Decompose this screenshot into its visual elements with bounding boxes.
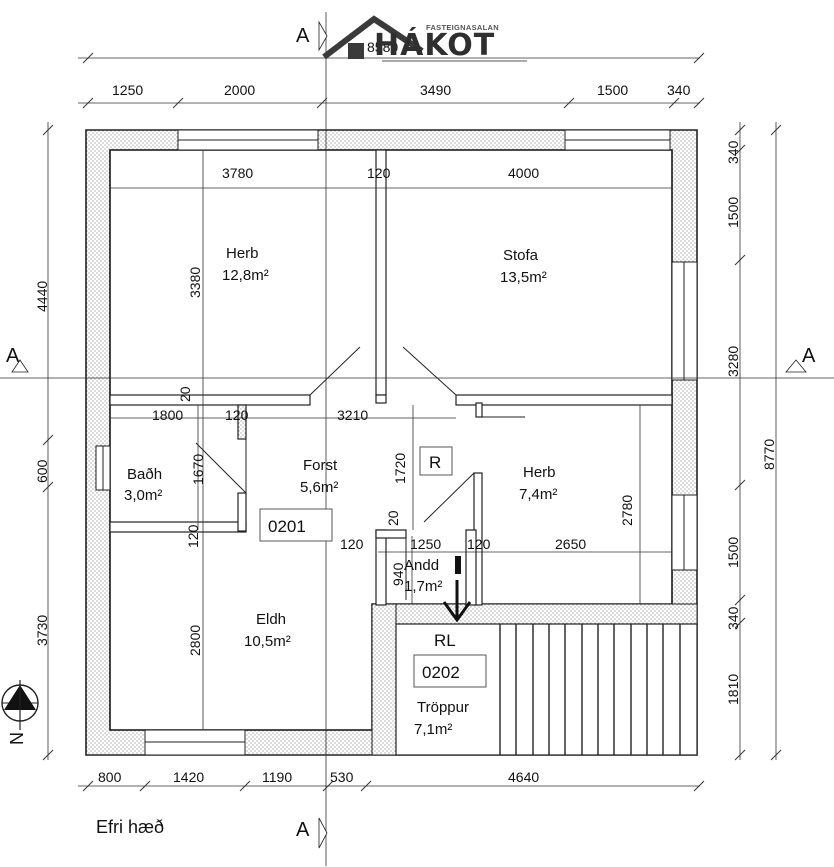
room-forst-name: Forst <box>303 457 338 474</box>
dim-andd-wall: 120 <box>340 536 364 552</box>
dim-top-4: 1500 <box>597 82 628 98</box>
dim-top-5: 340 <box>667 82 691 98</box>
dim-stofa-width: 4000 <box>508 165 539 181</box>
dim-left-2: 600 <box>34 459 50 483</box>
unit-box-0202 <box>413 654 487 688</box>
door-swings <box>195 346 525 600</box>
rl-label: RL <box>434 631 456 650</box>
room-eldh-area: 10,5m² <box>244 633 291 650</box>
dim-eldh-depth: 2800 <box>187 625 203 656</box>
dimension-ticks <box>42 52 782 792</box>
room-herb1-name: Herb <box>226 245 259 262</box>
hakot-logo: FASTEIGNASALAN HÁKOT <box>322 15 537 65</box>
r-box <box>419 446 453 476</box>
r-label: R <box>429 453 441 472</box>
dim-bottom-3: 1190 <box>262 769 292 785</box>
floor-label: Efri hæð <box>96 817 164 837</box>
dim-right-5: 340 <box>725 606 741 630</box>
logo-name: HÁKOT <box>374 28 496 63</box>
room-andd-area: 1,7m² <box>404 578 442 595</box>
room-herb1-area: 12,8m² <box>222 267 269 284</box>
dim-forst-depth: 1720 <box>392 453 408 484</box>
section-marker-right: A <box>802 345 816 367</box>
dim-bottom-5: 4640 <box>508 769 539 785</box>
dim-right-2: 1500 <box>725 197 741 228</box>
dim-bottom-1: 800 <box>98 769 122 785</box>
room-forst-area: 5,6m² <box>300 479 338 496</box>
dim-wall-left: 120 <box>225 407 249 423</box>
dim-herb2-wall: 120 <box>467 536 491 552</box>
unit-label-0202: 0202 <box>422 663 460 682</box>
dim-forst-width: 3210 <box>337 407 368 423</box>
dim-herb2-depth: 2780 <box>619 495 635 526</box>
dim-wall-mid: 120 <box>367 165 391 181</box>
room-stofa-area: 13,5m² <box>500 269 547 286</box>
room-andd-name: Andd <box>404 557 439 574</box>
room-bad-name: Baðh <box>127 466 162 483</box>
dim-left-3: 3730 <box>34 615 50 646</box>
staircase <box>371 603 698 756</box>
dim-right-4: 1500 <box>725 537 741 568</box>
logo-subtitle: FASTEIGNASALAN <box>426 23 499 32</box>
interior-walls <box>109 149 673 606</box>
dim-andd-wall-top: 20 <box>385 510 401 526</box>
dim-bottom-4: 530 <box>330 769 354 785</box>
north-label: N <box>6 732 26 745</box>
unit-label-0201: 0201 <box>268 517 306 536</box>
dim-right-total: 8770 <box>761 439 777 470</box>
room-herb2-name: Herb <box>523 464 556 481</box>
room-troppur-name: Tröppur <box>417 699 469 716</box>
dim-bottom-2: 1420 <box>173 769 204 785</box>
dim-herb1-depth: 3380 <box>187 267 203 298</box>
dim-herb1-width: 3780 <box>222 165 253 181</box>
dim-top-1: 1250 <box>112 82 143 98</box>
room-eldh-name: Eldh <box>256 611 286 628</box>
section-marker-bottom: A <box>296 819 310 841</box>
north-arrow-icon <box>1 680 39 730</box>
dim-top-total: 8580 <box>367 39 398 55</box>
dim-wall-small: 120 <box>185 524 201 548</box>
dim-bad-depth: 1670 <box>190 454 206 485</box>
dim-andd-depth: 940 <box>390 562 406 586</box>
dim-top-2: 2000 <box>224 82 255 98</box>
dim-bad-width: 1800 <box>152 407 183 423</box>
stair-arrow-icon <box>442 556 472 623</box>
house-roof-icon <box>322 15 527 62</box>
dim-right-3: 3280 <box>725 346 741 377</box>
section-marker-left: A <box>6 345 20 367</box>
dim-wall-20: 20 <box>177 386 193 402</box>
room-herb2-area: 7,4m² <box>519 486 557 503</box>
dim-andd-width: 1250 <box>410 536 441 552</box>
section-line <box>0 12 834 866</box>
dim-herb2-width: 2650 <box>555 536 586 552</box>
unit-box-0201 <box>259 508 333 542</box>
windows <box>95 129 698 756</box>
dim-right-1: 340 <box>725 140 741 164</box>
dim-right-6: 1810 <box>725 674 741 705</box>
dimension-lines <box>47 57 777 787</box>
dim-left-1: 4440 <box>34 281 50 312</box>
dim-top-3: 3490 <box>420 82 451 98</box>
section-marker-top: A <box>296 25 310 47</box>
room-troppur-area: 7,1m² <box>414 721 452 738</box>
room-bad-area: 3,0m² <box>124 487 162 504</box>
room-stofa-name: Stofa <box>503 247 539 264</box>
